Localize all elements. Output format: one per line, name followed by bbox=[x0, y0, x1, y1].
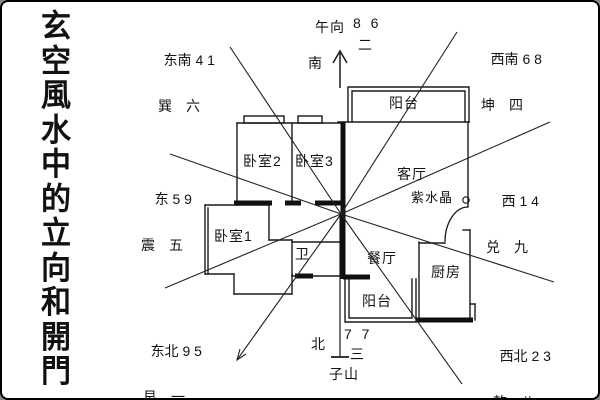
room-label-dining: 餐厅 bbox=[367, 250, 397, 266]
room-label-living: 客厅 bbox=[397, 166, 427, 182]
direction-stars: 东南 4 1 bbox=[163, 52, 215, 68]
direction-trigram: 坤 四 bbox=[481, 97, 523, 113]
room-label-bedroom2: 卧室2 bbox=[243, 153, 282, 169]
calligraphy-char: 的 bbox=[41, 181, 71, 217]
facing-stars: 8 6 bbox=[353, 15, 382, 31]
direction-label-southeast: 东南 4 1 巽 六 bbox=[148, 26, 215, 164]
sector-arrowhead bbox=[236, 348, 247, 362]
room-label-balcony-top: 阳台 bbox=[389, 95, 419, 111]
north-label: 北 bbox=[311, 336, 326, 352]
facing-label: 午向 bbox=[315, 19, 345, 35]
crystal-marker bbox=[462, 196, 470, 204]
direction-stars: 东 5 9 bbox=[154, 191, 192, 207]
walls bbox=[204, 86, 476, 323]
sector-lines bbox=[164, 31, 555, 385]
sitting-stars: 7 7 bbox=[344, 326, 373, 342]
calligraphy-char: 玄 bbox=[41, 9, 71, 44]
direction-stars: 西北 2 3 bbox=[499, 348, 551, 364]
calligraphy-char: 中 bbox=[41, 147, 71, 182]
direction-trigram: 艮 一 bbox=[143, 389, 185, 400]
direction-stars: 西 1 4 bbox=[501, 193, 539, 209]
mountain-label: 子山 bbox=[329, 366, 359, 382]
calligraphy-char: 空 bbox=[41, 43, 71, 79]
room-label-crystal: 紫水晶 bbox=[411, 190, 454, 205]
direction-stars: 西南 6 8 bbox=[490, 51, 542, 67]
thick-walls bbox=[234, 122, 473, 323]
calligraphy-title: 玄 空 風 水 中 的 立 向 和 開 門 bbox=[24, 9, 88, 390]
direction-label-northwest: 西北 2 3 乾 八 bbox=[484, 322, 551, 398]
room-label-kitchen: 厨房 bbox=[431, 264, 461, 280]
direction-trigram: 巽 六 bbox=[158, 98, 200, 114]
north-axis bbox=[331, 214, 349, 358]
calligraphy-char: 水 bbox=[41, 112, 71, 148]
door-arc bbox=[444, 206, 469, 243]
room-label-bedroom3: 卧室3 bbox=[295, 153, 334, 169]
direction-trigram: 兑 九 bbox=[486, 239, 528, 255]
calligraphy-char: 向 bbox=[41, 250, 71, 286]
room-label-bathroom: 卫 bbox=[295, 246, 310, 262]
calligraphy-char: 門 bbox=[41, 354, 71, 389]
direction-trigram: 震 五 bbox=[141, 237, 183, 253]
calligraphy-char: 開 bbox=[41, 319, 71, 355]
direction-label-east: 东 5 9 震 五 bbox=[139, 165, 192, 303]
room-label-balcony-bottom: 阳台 bbox=[362, 293, 392, 309]
calligraphy-char: 和 bbox=[41, 285, 71, 320]
south-label: 南 bbox=[308, 55, 323, 71]
sitting-palace: 三 bbox=[350, 346, 365, 362]
direction-label-southwest: 西南 6 8 坤 四 bbox=[475, 25, 542, 163]
room-label-bedroom1: 卧室1 bbox=[214, 228, 253, 244]
calligraphy-char: 風 bbox=[41, 78, 71, 113]
direction-label-west: 西 1 4 兑 九 bbox=[486, 167, 539, 305]
south-arrow bbox=[332, 49, 348, 88]
direction-stars: 东北 9 5 bbox=[150, 343, 202, 359]
facing-palace: 二 bbox=[358, 37, 373, 53]
direction-label-northeast: 东北 9 5 艮 一 bbox=[135, 317, 202, 400]
direction-trigram: 乾 八 bbox=[493, 391, 551, 398]
calligraphy-char: 立 bbox=[41, 216, 71, 251]
